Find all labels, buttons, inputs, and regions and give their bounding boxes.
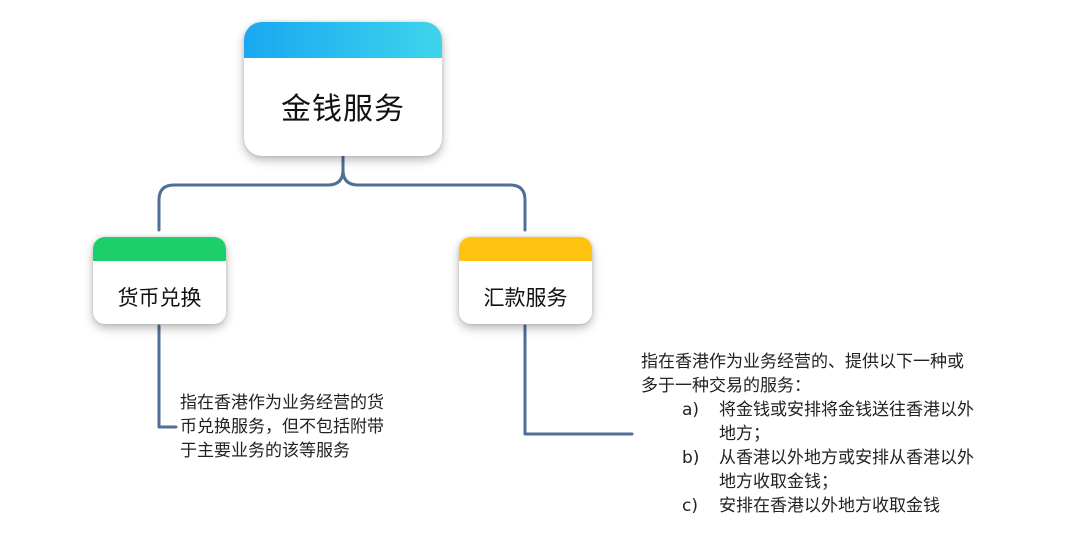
root-node: 金钱服务 — [244, 22, 442, 156]
branch-node-label: 货币兑换 — [117, 286, 202, 310]
description-line: 于主要业务的该等服务 — [180, 441, 350, 461]
branch-node-currency-exchange: 货币兑换 — [93, 237, 226, 324]
list-item-c: c) 安排在香港以外地方收取金钱 — [641, 494, 1061, 518]
branch-node-header-green — [93, 237, 226, 261]
connector-root-to-right — [341, 155, 527, 232]
connector-root-to-left — [157, 155, 345, 232]
list-item-a: a) 将金钱或安排将金钱送往香港以外 地方； — [641, 398, 1061, 446]
description-line: 指在香港作为业务经营的、提供以下一种或 — [641, 352, 964, 372]
remittance-description: 指在香港作为业务经营的、提供以下一种或 多于一种交易的服务： a) 将金钱或安排… — [641, 350, 1061, 518]
list-marker: a) — [682, 400, 700, 420]
connector-right-to-description — [523, 324, 634, 436]
description-line: 指在香港作为业务经营的货 — [180, 393, 384, 413]
list-marker: b) — [682, 448, 700, 468]
list-item-line: 安排在香港以外地方收取金钱 — [719, 496, 940, 516]
currency-exchange-description: 指在香港作为业务经营的货 币兑换服务，但不包括附带 于主要业务的该等服务 — [180, 391, 442, 463]
branch-node-remittance: 汇款服务 — [459, 237, 592, 324]
list-marker: c) — [682, 496, 698, 516]
list-item-b: b) 从香港以外地方或安排从香港以外 地方收取金钱； — [641, 446, 1061, 494]
root-node-header — [244, 22, 442, 58]
list-item-line: 将金钱或安排将金钱送往香港以外 — [719, 400, 974, 420]
list-item-line: 从香港以外地方或安排从香港以外 — [719, 448, 974, 468]
root-node-label: 金钱服务 — [281, 92, 405, 127]
description-line: 多于一种交易的服务： — [641, 376, 811, 396]
description-line: 币兑换服务，但不包括附带 — [180, 417, 384, 437]
list-item-line: 地方收取金钱； — [719, 472, 838, 492]
connector-left-to-description — [157, 324, 178, 429]
branch-node-label: 汇款服务 — [483, 286, 568, 310]
list-item-line: 地方； — [719, 424, 770, 444]
branch-node-header-yellow — [459, 237, 592, 261]
